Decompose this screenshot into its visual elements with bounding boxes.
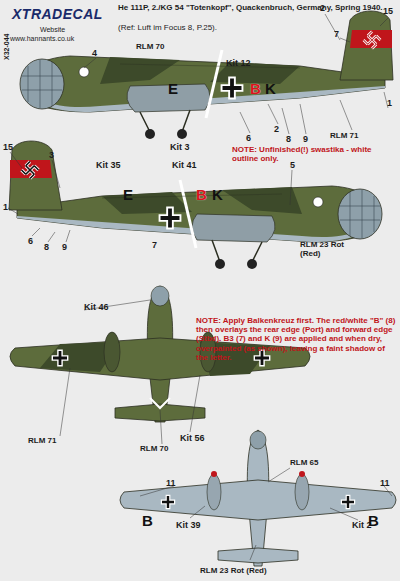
code-letter: B bbox=[142, 512, 153, 529]
callout-number: 8 bbox=[44, 242, 49, 252]
callout-number: 2 bbox=[274, 124, 279, 134]
note-text: NOTE: Unfinished(!) swastika - white out… bbox=[232, 145, 397, 163]
callout-number: Kit 35 bbox=[96, 160, 121, 170]
callout-number: 11 bbox=[166, 478, 176, 488]
website-text: Website bbox=[40, 26, 65, 34]
callout-number: 8 bbox=[286, 134, 291, 144]
callout-number: Kit 3 bbox=[170, 142, 190, 152]
code-letter: K bbox=[212, 186, 223, 203]
callout-number: 11 bbox=[380, 478, 390, 488]
code-letter: B bbox=[368, 512, 379, 529]
colour-callout: RLM 71 bbox=[330, 131, 358, 140]
website-text: www.hannants.co.uk bbox=[10, 35, 74, 43]
callout-number: Kit 12 bbox=[226, 58, 251, 68]
title: He 111P, 2./KG 54 "Totenkopf", Quackenbr… bbox=[118, 3, 396, 12]
callout-number: 6 bbox=[246, 133, 251, 143]
callout-number: 4 bbox=[92, 48, 97, 58]
code-letter: E bbox=[123, 186, 133, 203]
code-letter: B bbox=[250, 80, 261, 97]
colour-callout: RLM 71 bbox=[28, 436, 56, 445]
colour-callout: RLM 23 Rot (Red) bbox=[300, 240, 355, 258]
callout-number: Kit 56 bbox=[180, 433, 205, 443]
callout-number: 15 bbox=[383, 6, 393, 16]
code-letter: K bbox=[265, 80, 276, 97]
callout-number: Kit 46 bbox=[84, 302, 109, 312]
callout-number: 15 bbox=[3, 142, 13, 152]
colour-callout: RLM 65 bbox=[290, 458, 318, 467]
code-letter: E bbox=[168, 80, 178, 97]
callout-number: 6 bbox=[28, 236, 33, 246]
callout-number: 7 bbox=[334, 29, 339, 39]
callout-number: 7 bbox=[152, 240, 157, 250]
colour-callout: RLM 23 Rot (Red) bbox=[200, 566, 267, 575]
code-letter: B bbox=[196, 186, 207, 203]
callout-number: 2 bbox=[320, 3, 325, 13]
callout-number: 1 bbox=[3, 202, 8, 212]
callout-number: 1 bbox=[387, 98, 392, 108]
note-text: NOTE: Apply Balkenkreuz first. The red/w… bbox=[196, 316, 396, 362]
callout-number: 9 bbox=[62, 242, 67, 252]
colour-callout: RLM 70 bbox=[140, 444, 168, 453]
callout-number: 5 bbox=[290, 160, 295, 170]
product-code: X32-044 bbox=[3, 34, 11, 60]
reference-note: (Ref: Luft im Focus 8, P.25). bbox=[118, 23, 217, 32]
callout-number: 9 bbox=[303, 134, 308, 144]
callout-number: Kit 39 bbox=[176, 520, 201, 530]
callout-number: Kit 41 bbox=[172, 160, 197, 170]
colour-callout: RLM 70 bbox=[136, 42, 164, 51]
brand-logo: XTRADECAL bbox=[12, 6, 103, 22]
callout-number: 3 bbox=[49, 150, 54, 160]
